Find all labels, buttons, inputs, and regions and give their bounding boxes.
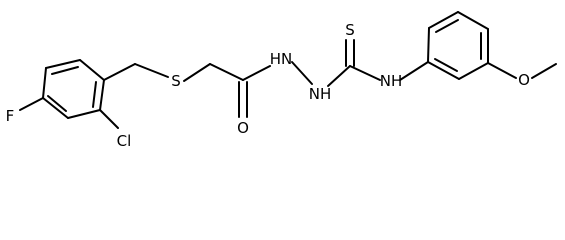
bond	[42, 97, 69, 119]
double-bond-inner	[51, 66, 79, 75]
atom-label-methoxy-oxygen: O	[518, 71, 530, 89]
bond	[427, 61, 460, 80]
atom-label-fluorine: F	[6, 107, 15, 125]
bond	[458, 62, 489, 80]
bond	[45, 59, 81, 69]
atom-label-hydrazide-nh: HN	[270, 50, 293, 68]
bond	[428, 11, 459, 29]
bond-ch2-carbonyl	[209, 63, 244, 81]
bond-ch2-s	[134, 63, 169, 78]
bond-s-ch2	[183, 63, 211, 82]
double-bond-inner	[434, 58, 458, 72]
bond	[427, 27, 430, 63]
bond	[42, 67, 47, 99]
bond-o-ch3	[531, 63, 557, 79]
bond	[99, 79, 105, 111]
atom-label-thioether-sulfur: S	[171, 72, 181, 90]
bond-nh-thiocarbonyl	[327, 65, 351, 87]
bond-carbonyl-nh	[242, 65, 271, 81]
chlorofluorophenyl-ring	[42, 59, 105, 119]
methoxyphenyl-ring	[427, 11, 489, 80]
chemical-structure-drawing: Cl F S O HN NH S NH O	[6, 11, 557, 150]
bond-ring-ch2	[103, 63, 136, 81]
bond-c-cl	[99, 109, 119, 129]
double-bond-inner	[435, 19, 459, 33]
atom-label-carbonyl-oxygen: O	[237, 119, 249, 137]
bond-ring-o	[487, 62, 517, 79]
bond-nh-nh	[291, 61, 313, 85]
atom-label-thione-sulfur: S	[345, 21, 355, 39]
double-bond-inner	[47, 95, 67, 112]
bond	[79, 59, 105, 81]
bond	[457, 11, 489, 30]
bond-nh-aryl	[399, 61, 429, 81]
bond-thiocarbonyl-nh	[349, 65, 381, 81]
atom-label-hydrazine-nh: NH	[309, 85, 332, 103]
atom-label-aryl-nh: NH	[380, 72, 403, 90]
bond-c-f	[19, 97, 44, 111]
double-bond-inner	[92, 81, 97, 108]
bond	[67, 109, 101, 119]
atom-label-chlorine: Cl	[117, 132, 132, 150]
